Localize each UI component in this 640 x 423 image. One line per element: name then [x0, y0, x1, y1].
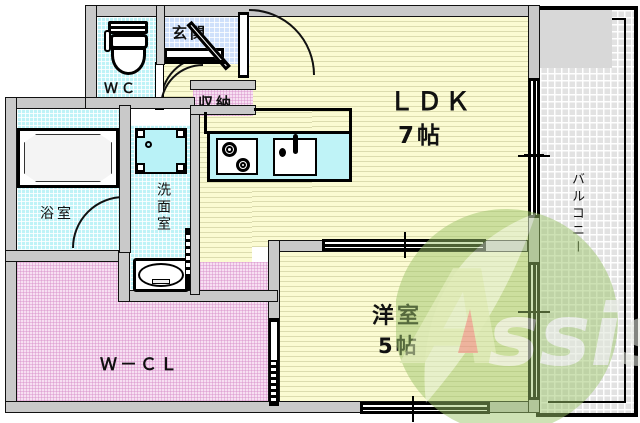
label-ldk-name: ＬＤＫ: [389, 87, 474, 116]
wall-senmen-right: [190, 105, 200, 295]
wall-wc-genkan: [156, 5, 165, 65]
stove-burner-small-inner: [240, 162, 246, 168]
washer-pan-corner-tl: [136, 129, 145, 138]
window-youshitsu-bottom-center-mark: [412, 396, 414, 422]
stove-burner-large-inner: [226, 146, 233, 153]
vanity-faucet: [152, 279, 170, 284]
kitchen-faucet-base: [279, 148, 286, 157]
room-youshitsu-floor: [280, 252, 528, 401]
bathtub-inner-shape: [24, 134, 112, 182]
balcony-equipment-pad: [540, 10, 612, 68]
sliding-door-youshitsu-mullion: [533, 262, 536, 400]
label-balcony: バルコニー: [569, 172, 584, 257]
balcony-rail-line-right: [624, 18, 626, 403]
wall-left-upper: [85, 5, 97, 105]
ldk-wall-mark: [524, 154, 544, 156]
wcl-youshitsu-door-track[interactable]: [271, 362, 276, 402]
sliding-door-ldk-mullion: [533, 78, 536, 218]
balcony-frame-right: [634, 6, 638, 417]
room-balcony: [540, 10, 634, 413]
balcony-frame-bottom: [536, 413, 638, 417]
sliding-door-youshitsu-center-mark-v: [533, 298, 535, 324]
wcl-youshitsu-door-leaf[interactable]: [271, 322, 277, 360]
stove-burner-large: [222, 142, 237, 157]
toilet-tank-line: [110, 26, 146, 29]
kitchen-upper-cabinet-line: [254, 108, 352, 111]
sliding-door-ldk-center-mark-h: [518, 155, 550, 157]
wall-jog-upper-left: [5, 97, 97, 109]
label-wc: ＷＣ: [104, 81, 138, 97]
label-wcl: Ｗ－ＣＬ: [100, 355, 180, 375]
wall-wc-bottom: [85, 97, 195, 109]
washer-pan-corner-tr: [176, 129, 185, 138]
washer-pan-corner-br: [176, 163, 185, 172]
wall-bath-senmen: [119, 105, 131, 253]
window-youshitsu-top-center-mark: [404, 232, 406, 258]
washer-drain-circle: [145, 141, 152, 148]
label-youshitsu-size: 5帖: [378, 334, 420, 358]
wall-wcl-top-left: [5, 250, 125, 262]
kitchen-cabinet-right-line: [349, 108, 352, 136]
wall-wcl-senmen-side: [118, 250, 130, 302]
window-youshitsu-bottom-mullion: [360, 407, 490, 410]
toilet-side-lever: [104, 30, 111, 52]
kitchen-faucet: [293, 134, 298, 154]
stove-burner-small: [236, 158, 250, 172]
label-ldk-size: 7帖: [398, 123, 444, 149]
washroom-sliding-door-track[interactable]: [186, 232, 191, 274]
shoebox-outline: [157, 60, 225, 64]
wall-hall-ldk: [190, 105, 256, 115]
entrance-door-jamb-inner: [240, 15, 247, 75]
balcony-rail-line-bottom: [548, 401, 626, 403]
label-youshitsu-name: 洋室: [372, 304, 423, 329]
label-yokushitsu: 浴室: [40, 206, 74, 222]
label-senmenshitsu: 洗面室: [155, 182, 171, 233]
kitchen-counter-left-line: [204, 112, 207, 134]
balcony-frame-top: [536, 6, 638, 10]
washer-pan-corner-bl: [136, 163, 145, 172]
corridor-door-leaf[interactable]: [156, 65, 163, 107]
wall-top: [85, 5, 540, 17]
